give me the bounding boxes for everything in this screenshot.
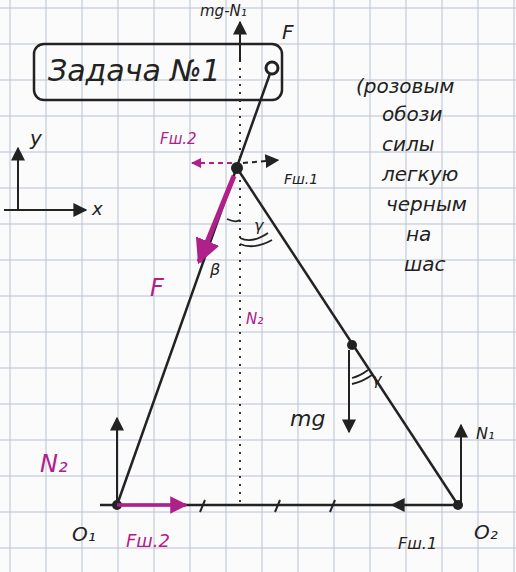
y-axis bbox=[17, 148, 19, 210]
angle-arc bbox=[352, 370, 368, 378]
force-label: mg bbox=[290, 408, 325, 430]
grid-line bbox=[46, 0, 47, 572]
grid-line bbox=[0, 440, 516, 441]
force-label: γ bbox=[372, 372, 381, 388]
note-text: на bbox=[406, 224, 431, 244]
force-label: Fш.1 bbox=[284, 172, 318, 186]
force-label: F bbox=[150, 276, 164, 300]
grid-line bbox=[10, 0, 11, 572]
grid-line bbox=[298, 0, 299, 572]
note-text: силы bbox=[382, 134, 435, 154]
force-arrow bbox=[116, 418, 118, 505]
note-text: шас bbox=[404, 254, 446, 274]
angle-arc bbox=[240, 233, 268, 240]
grid-line bbox=[0, 512, 516, 513]
force-arrow bbox=[117, 503, 186, 507]
force-arrow bbox=[348, 350, 350, 432]
note-text: (розовым bbox=[356, 76, 454, 96]
force-label: Fш.2 bbox=[126, 532, 170, 550]
vertical-guide bbox=[239, 28, 241, 505]
x-axis bbox=[4, 209, 86, 211]
problem-title: Задача №1 bbox=[48, 56, 221, 86]
grid-line bbox=[226, 0, 227, 572]
grid-line bbox=[0, 404, 516, 405]
force-label: O₂ bbox=[474, 522, 498, 542]
force-label: y bbox=[30, 128, 42, 148]
force-arrow bbox=[192, 162, 232, 164]
grid-line bbox=[0, 188, 516, 189]
grid-line bbox=[0, 8, 516, 9]
angle-arc bbox=[240, 240, 272, 246]
hinge bbox=[266, 62, 278, 74]
force-label: N₂ bbox=[40, 452, 68, 476]
force-label: β bbox=[210, 262, 220, 278]
hinge bbox=[231, 162, 243, 174]
force-arrow bbox=[460, 425, 462, 505]
ground bbox=[100, 504, 462, 507]
grid-line bbox=[262, 0, 263, 572]
left-rod bbox=[117, 68, 272, 505]
grid-line bbox=[0, 152, 516, 153]
angle-arc bbox=[352, 375, 372, 384]
grid-line bbox=[0, 368, 516, 369]
force-label: N₁ bbox=[476, 426, 494, 442]
title-frame bbox=[34, 44, 282, 100]
force-arrow bbox=[392, 504, 458, 506]
right-rod bbox=[237, 168, 458, 505]
ticks bbox=[200, 500, 335, 512]
grid-line bbox=[478, 0, 479, 572]
force-label: Fш.2 bbox=[160, 132, 197, 147]
grid-line bbox=[514, 0, 515, 572]
force-label: F bbox=[282, 22, 294, 42]
force-label: x bbox=[92, 200, 103, 218]
angle-arc bbox=[227, 219, 240, 221]
grid-line bbox=[334, 0, 335, 572]
force-arrow bbox=[239, 22, 241, 62]
force-label: O₁ bbox=[72, 524, 96, 544]
grid-line bbox=[0, 296, 516, 297]
note-text: обози bbox=[382, 104, 442, 124]
force-arrow bbox=[243, 160, 278, 163]
mass-center bbox=[347, 340, 357, 350]
force-label: γ bbox=[254, 218, 263, 234]
force-label: mg-N₁ bbox=[200, 4, 247, 19]
grid-line bbox=[0, 548, 516, 549]
grid-line bbox=[0, 332, 516, 333]
note-text: черным bbox=[386, 194, 467, 214]
note-text: легкую bbox=[382, 164, 458, 184]
force-label: Fш.1 bbox=[398, 536, 437, 552]
force-label: N₂ bbox=[246, 312, 263, 327]
